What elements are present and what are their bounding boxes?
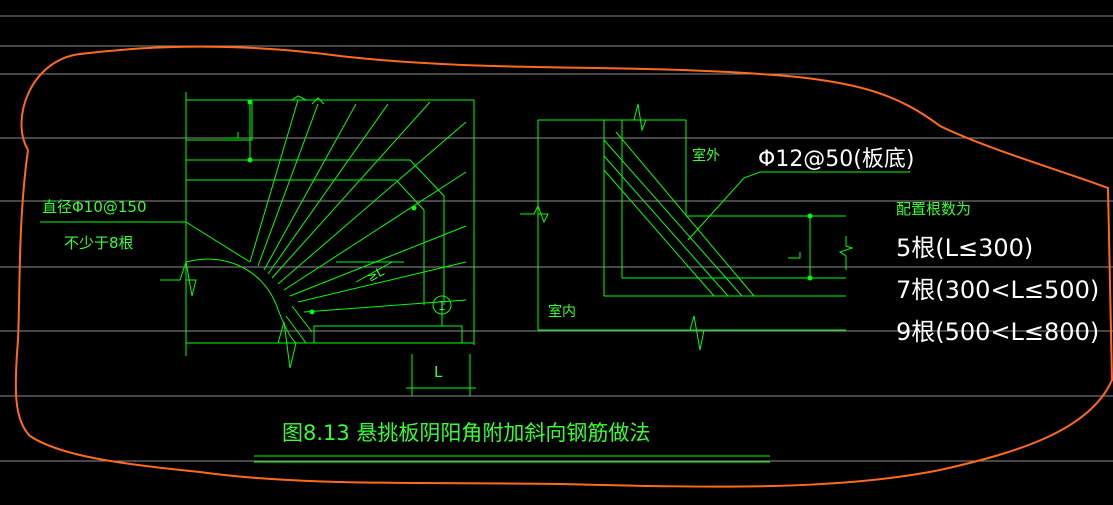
- right-detail: [520, 103, 910, 351]
- node-dot: [807, 275, 813, 281]
- rule-line: 5根(L≤300): [896, 234, 1033, 262]
- label-outside: 室外: [692, 147, 720, 164]
- bar-hook: [311, 97, 325, 105]
- radiating-bar: [271, 101, 431, 279]
- bar-hook: [291, 95, 307, 101]
- node-dot: [807, 213, 813, 219]
- markup-ellipse: [14, 45, 1113, 488]
- inner-rebar-line: [186, 179, 425, 305]
- break-line: [689, 315, 705, 351]
- node-dot: [247, 99, 253, 105]
- radiating-bar: [267, 103, 389, 275]
- mark-number: 1: [438, 299, 446, 313]
- node-dot: [309, 309, 315, 315]
- radiating-bar: [257, 103, 319, 267]
- radiating-bar: [289, 225, 467, 297]
- rule-line: 7根(300<L≤500): [896, 276, 1099, 304]
- left-detail: [40, 92, 476, 396]
- node-dot: [411, 205, 417, 211]
- break-line: [628, 103, 686, 132]
- hook-marker: [224, 132, 239, 139]
- radiating-bar: [303, 299, 467, 313]
- inner-rebar-line: [186, 159, 445, 305]
- dim-short-line: [355, 261, 393, 283]
- diagonal-bar: [603, 139, 743, 297]
- figure-caption: 图8.13 悬挑板阴阳角附加斜向钢筋做法: [282, 421, 650, 445]
- radiating-bar: [263, 103, 357, 271]
- dim-L-label: L: [434, 363, 443, 381]
- diagonal-bar: [603, 155, 729, 297]
- node-dot: [247, 157, 253, 163]
- mark-circle: [432, 295, 452, 315]
- config-title: 配置根数为: [896, 200, 971, 218]
- note-count: 不少于8根: [64, 234, 134, 252]
- radiating-bar: [297, 261, 467, 303]
- inner-rebar-line: [186, 102, 253, 141]
- note-spacing: 直径Φ10@150: [42, 198, 147, 216]
- radiating-bar: [277, 121, 467, 285]
- left-dots: [247, 99, 417, 315]
- radiating-bar: [249, 99, 299, 263]
- corner-hook-line: [291, 305, 313, 333]
- right-dots: [807, 213, 813, 281]
- bottom-slab-block: [313, 325, 463, 344]
- corner-hook-line: [285, 315, 307, 344]
- note-leader: [185, 221, 251, 263]
- break-line: [160, 261, 197, 297]
- label-inside: 室内: [548, 303, 576, 320]
- diagonal-bar: [615, 131, 755, 297]
- radiating-bar: [283, 171, 467, 291]
- break-line: [838, 236, 854, 270]
- corner-arc: [185, 258, 297, 344]
- break-line: [520, 204, 549, 224]
- callout-text: Φ12@50(板底): [758, 147, 914, 172]
- break-line: [270, 321, 297, 369]
- rule-line: 9根(500<L≤800): [896, 318, 1099, 346]
- hook-marker: [788, 252, 801, 259]
- callout-leader: [687, 171, 910, 241]
- diagonal-bar: [603, 169, 715, 297]
